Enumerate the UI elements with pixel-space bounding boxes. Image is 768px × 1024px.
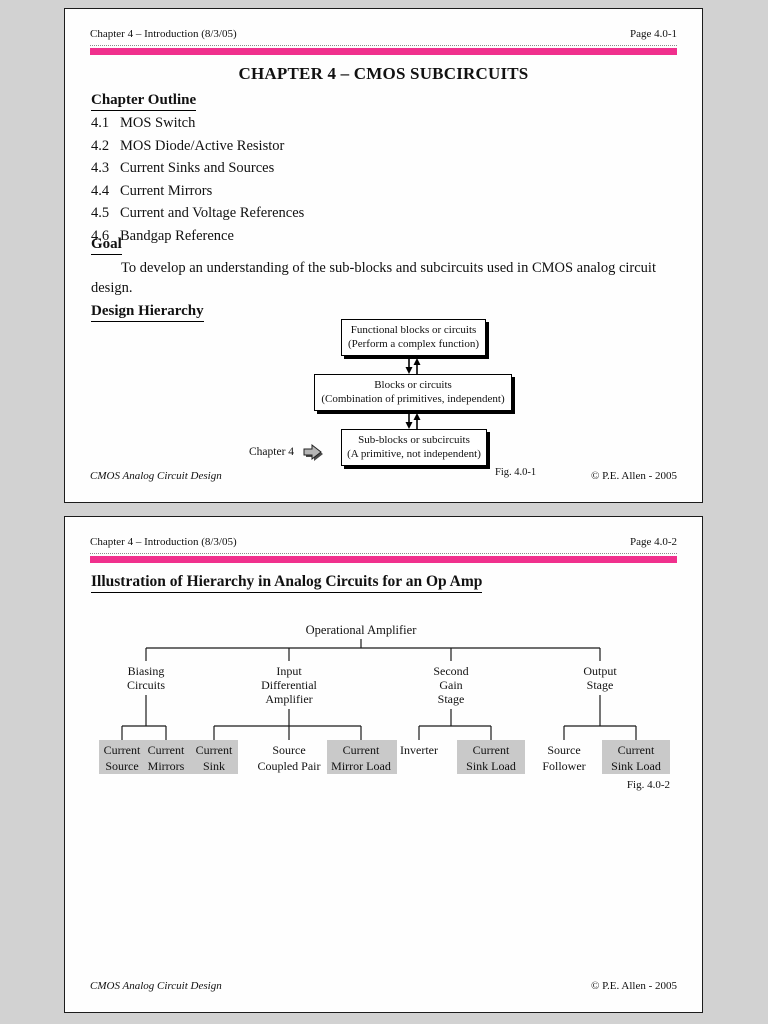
outline-item-number: 4.3 <box>91 160 110 176</box>
branch-label-line: Input <box>276 664 302 678</box>
leaf-label-line: Follower <box>542 759 585 773</box>
design-hierarchy-heading: Design Hierarchy <box>91 303 204 322</box>
footer-book-title: CMOS Analog Circuit Design <box>90 980 222 992</box>
outline-item: 4.6 Bandgap Reference <box>91 228 304 245</box>
outline-item-number: 4.2 <box>91 137 110 154</box>
branch-label-line: Differential <box>261 678 317 692</box>
header-left-text: Chapter 4 – Introduction (8/3/05) <box>90 536 237 548</box>
hierarchy-box-blocks: Blocks or circuits (Combination of primi… <box>314 374 512 411</box>
leaf-label-line: Current <box>104 743 141 757</box>
highlight-box <box>457 740 525 774</box>
outline-item-number: 4.6 <box>91 227 110 244</box>
branch-label-line: Amplifier <box>265 692 312 706</box>
outline-item: 4.1 MOS Switch <box>91 115 304 132</box>
highlight-box <box>327 740 397 774</box>
box-line1: Blocks or circuits <box>374 379 452 391</box>
outline-item: 4.2 MOS Diode/Active Resistor <box>91 138 304 155</box>
figure-label: Fig. 4.0-1 <box>495 467 537 478</box>
hierarchy-box-functional-blocks: Functional blocks or circuits (Perform a… <box>341 319 486 356</box>
outline-item-label: Bandgap Reference <box>120 227 234 244</box>
slide-page-1: Chapter 4 – Introduction (8/3/05) Page 4… <box>64 8 703 503</box>
goal-heading: Goal <box>91 236 122 255</box>
chapter4-pointer-label: Chapter 4 <box>249 446 295 458</box>
branch-label-line: Second <box>433 664 468 678</box>
goal-paragraph: To develop an understanding of the sub-b… <box>91 260 656 296</box>
down-up-arrows-icon <box>405 358 421 374</box>
block-arrow-right-icon <box>303 443 323 461</box>
leaf-label-line: Current <box>618 743 655 757</box>
footer-book-title: CMOS Analog Circuit Design <box>90 470 222 482</box>
leaf-label-line: Sink <box>203 759 225 773</box>
tree-branch-labels: Biasing Circuits Input Differential Ampl… <box>127 664 617 706</box>
tree-root-label: Operational Amplifier <box>306 623 418 637</box>
outline-item-number: 4.1 <box>91 115 110 131</box>
box-line1: Functional blocks or circuits <box>350 324 477 336</box>
leaf-label-line: Source <box>547 743 580 757</box>
outline-item-label: Current Mirrors <box>120 182 213 199</box>
leaf-label-line: Current <box>196 743 233 757</box>
outline-item: 4.3 Current Sinks and Sources <box>91 160 304 177</box>
box-line2: (Combination of primitives, independent) <box>321 392 505 405</box>
header-left-text: Chapter 4 – Introduction (8/3/05) <box>90 28 237 40</box>
chapter-title: CHAPTER 4 – CMOS SUBCIRCUITS <box>238 64 529 83</box>
leaf-label-line: Mirrors <box>148 759 185 773</box>
highlight-box <box>99 740 238 774</box>
leaf-label-line: Source <box>272 743 305 757</box>
slide-page-2: Chapter 4 – Introduction (8/3/05) Page 4… <box>64 516 703 1013</box>
outline-item-number: 4.4 <box>91 182 110 199</box>
branch-label-line: Gain <box>439 678 462 692</box>
outline-item-label: MOS Switch <box>120 115 196 131</box>
header-page-number: Page 4.0-1 <box>629 28 677 40</box>
outline-item: 4.5 Current and Voltage References <box>91 205 304 222</box>
footer-copyright: © P.E. Allen - 2005 <box>591 980 677 992</box>
leaf-label-line: Sink Load <box>611 759 661 773</box>
outline-item: 4.4 Current Mirrors <box>91 183 304 200</box>
accent-bar <box>90 48 677 55</box>
leaf-label-line: Coupled Pair <box>258 759 321 773</box>
branch-label-line: Biasing <box>128 664 165 678</box>
branch-label-line: Stage <box>438 692 465 706</box>
branch-label-line: Stage <box>587 678 614 692</box>
branch-label-line: Output <box>583 664 617 678</box>
chapter-outline-list: 4.1 MOS Switch 4.2 MOS Diode/Active Resi… <box>91 115 304 250</box>
leaf-label-line: Sink Load <box>466 759 516 773</box>
branch-label-line: Circuits <box>127 678 165 692</box>
highlight-boxes <box>99 740 670 774</box>
leaf-label-line: Mirror Load <box>331 759 391 773</box>
box-line1: Sub-blocks or subcircuits <box>358 434 470 446</box>
hierarchy-box-subblocks: Sub-blocks or subcircuits (A primitive, … <box>341 429 487 466</box>
slide-title: Illustration of Hierarchy in Analog Circ… <box>91 573 483 593</box>
page1-header: Chapter 4 – Introduction (8/3/05) Page 4… <box>90 28 677 46</box>
footer-copyright: © P.E. Allen - 2005 <box>591 470 677 482</box>
tree-connectors <box>121 639 637 740</box>
page1-footer: CMOS Analog Circuit Design © P.E. Allen … <box>90 470 677 482</box>
outline-heading: Chapter Outline <box>91 92 197 111</box>
highlight-box <box>602 740 670 774</box>
outline-item-label: Current Sinks and Sources <box>120 160 275 176</box>
leaf-label-line: Current <box>148 743 185 757</box>
box-line2: (A primitive, not independent) <box>347 447 481 460</box>
leaf-label-line: Inverter <box>400 743 438 757</box>
page2-footer: CMOS Analog Circuit Design © P.E. Allen … <box>90 980 677 992</box>
outline-item-label: Current and Voltage References <box>120 205 305 221</box>
header-page-number: Page 4.0-2 <box>629 536 677 548</box>
box-line2: (Perform a complex function) <box>347 337 480 350</box>
leaf-label-line: Current <box>343 743 380 757</box>
leaf-label-line: Source <box>105 759 138 773</box>
page2-header: Chapter 4 – Introduction (8/3/05) Page 4… <box>90 536 677 554</box>
outline-item-label: MOS Diode/Active Resistor <box>120 137 285 154</box>
figure-label: Fig. 4.0-2 <box>627 779 670 791</box>
op-amp-hierarchy-tree: Operational Amplifier Biasing Circuits I… <box>99 623 670 791</box>
tree-leaf-labels: Current Source Current Mirrors Current S… <box>104 743 661 773</box>
outline-item-number: 4.5 <box>91 205 110 221</box>
accent-bar <box>90 556 677 563</box>
leaf-label-line: Current <box>473 743 510 757</box>
down-up-arrows-icon <box>405 413 421 429</box>
